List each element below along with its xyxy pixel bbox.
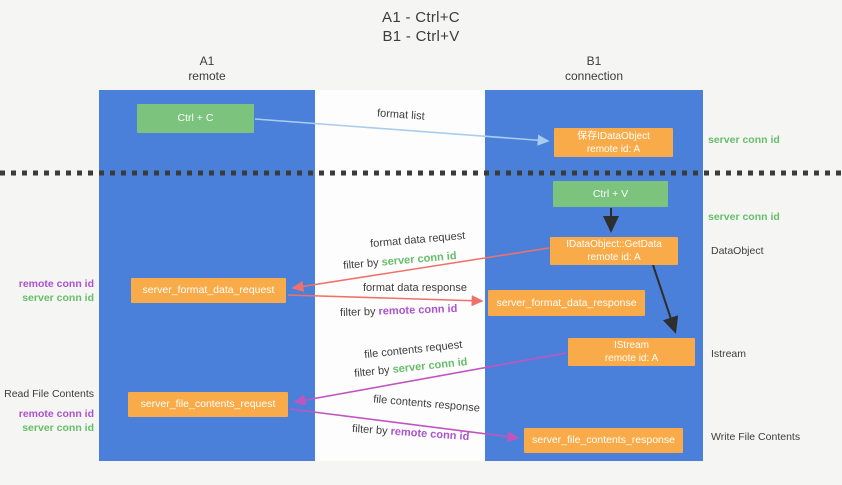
lane-a1-role: remote xyxy=(188,69,226,83)
node-save-idataobject-line1: 保存IDataObject xyxy=(577,130,650,142)
node-idataobject-getdata-line1: IDataObject::GetData xyxy=(566,239,662,250)
annotation-server-conn-id-1: server conn id xyxy=(22,292,94,304)
annotation-server-conn-id-top: server conn id xyxy=(708,134,780,146)
annotation-server-conn-id-2: server conn id xyxy=(22,422,94,434)
node-server-format-data-request-label: server_format_data_request xyxy=(142,284,275,296)
node-idataobject-getdata-line2: remote id: A xyxy=(587,252,641,263)
annotation-remote-conn-id-2: remote conn id xyxy=(18,408,94,420)
node-ctrl-c: Ctrl + C xyxy=(137,104,254,133)
lane-a1-name: A1 xyxy=(199,54,215,68)
annotation-remote-conn-id-1: remote conn id xyxy=(18,278,94,290)
arrow-getdata-to-istream xyxy=(652,264,679,334)
node-ctrl-v: Ctrl + V xyxy=(553,181,668,207)
lane-header-a1: A1 remote xyxy=(99,54,315,84)
node-ctrl-v-label: Ctrl + V xyxy=(592,187,629,200)
node-server-file-contents-request: server_file_contents_request xyxy=(128,392,288,417)
title-line-2: B1 - Ctrl+V xyxy=(382,28,460,45)
arrow-format-list xyxy=(254,118,550,146)
filter-by-prefix: filter by xyxy=(351,422,388,438)
node-server-format-data-request: server_format_data_request xyxy=(131,278,286,303)
node-istream: IStream remote id: A xyxy=(568,338,695,366)
node-server-format-data-response: server_format_data_response xyxy=(488,290,645,316)
annotation-server-conn-id-mid: server conn id xyxy=(708,211,780,223)
annotation-read-file-contents: Read File Contents xyxy=(4,388,94,400)
node-server-format-data-response-label: server_format_data_response xyxy=(496,296,637,309)
lane-b1-role: connection xyxy=(564,69,624,83)
diagram-title: A1 - Ctrl+C B1 - Ctrl+V xyxy=(0,8,842,46)
arrow-format-data-response xyxy=(287,294,484,307)
annotation-write-file-contents: Write File Contents xyxy=(711,431,801,443)
node-istream-line1: IStream xyxy=(613,340,649,351)
node-ctrl-c-label: Ctrl + C xyxy=(177,112,214,124)
node-server-file-contents-response-label: server_file_contents_response xyxy=(531,434,675,446)
node-save-idataobject: 保存IDataObject remote id: A xyxy=(554,128,673,157)
node-server-file-contents-response: server_file_contents_response xyxy=(524,428,683,453)
node-idataobject-getdata: IDataObject::GetData remote id: A xyxy=(550,237,678,265)
filter-by-prefix: filter by xyxy=(339,305,376,320)
annotation-istream: Istream xyxy=(711,348,747,360)
lane-b1-name: B1 xyxy=(586,54,602,68)
annotation-dataobject: DataObject xyxy=(711,245,764,257)
node-server-file-contents-request-label: server_file_contents_request xyxy=(140,398,276,410)
arrow-file-contents-request xyxy=(293,352,567,406)
node-istream-line2: remote id: A xyxy=(604,353,659,364)
arrow-format-data-request xyxy=(291,247,550,292)
between-lanes-column xyxy=(315,90,485,461)
edge-label-format-data-response: format data response xyxy=(363,282,467,294)
lane-header-b1: B1 connection xyxy=(485,54,703,84)
arrow-file-contents-response xyxy=(289,408,520,443)
node-save-idataobject-line2: remote id: A xyxy=(586,143,641,155)
title-line-1: A1 - Ctrl+C xyxy=(382,9,460,26)
